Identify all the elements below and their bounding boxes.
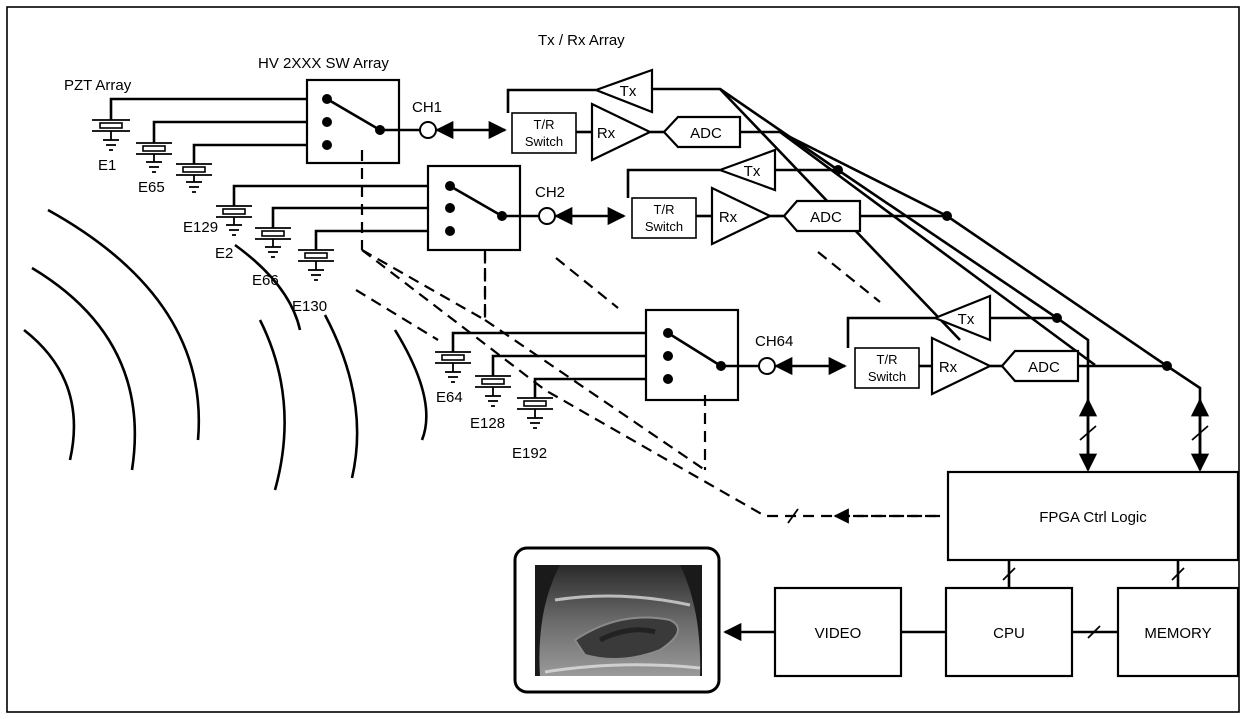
acoustic-wavefronts xyxy=(23,208,428,491)
video-block xyxy=(773,586,903,678)
tr-switch-ch2 xyxy=(631,197,697,239)
display-monitor xyxy=(513,546,721,694)
adc-ch1-label: ADC xyxy=(690,125,722,142)
tx-amp-ch1 xyxy=(592,68,654,114)
pzt-element-e66 xyxy=(255,227,291,258)
hv-switch-ch2 xyxy=(426,164,522,252)
rx-ch2-label: Rx xyxy=(719,209,738,226)
e192-label: E192 xyxy=(512,445,547,462)
memory-label: MEMORY xyxy=(1144,625,1211,642)
e1-label: E1 xyxy=(98,157,116,174)
channel-64: T/R Switch Tx Rx ADC xyxy=(435,294,1167,429)
e64-label: E64 xyxy=(436,389,463,406)
diagram-frame xyxy=(6,6,1240,713)
tr-switch-ch64 xyxy=(854,347,920,389)
e66-label: E66 xyxy=(252,272,279,289)
rx-amp-ch64 xyxy=(930,336,993,396)
tx-bus xyxy=(719,87,1098,472)
txrx-array-label: Tx / Rx Array xyxy=(538,32,625,49)
tr-switch-ch2-label-2: Switch xyxy=(645,219,683,234)
switch-control-lines xyxy=(360,150,945,524)
rx-amp-ch1 xyxy=(590,102,653,162)
pzt-element-e65 xyxy=(136,142,172,173)
ch64-label: CH64 xyxy=(755,333,793,350)
pzt-element-e2 xyxy=(216,205,252,236)
pzt-element-e128 xyxy=(475,375,511,407)
e128-label: E128 xyxy=(470,415,505,432)
pzt-element-e64 xyxy=(435,351,471,383)
ch2-label: CH2 xyxy=(535,184,565,201)
tx-ch2-label: Tx xyxy=(744,163,761,180)
tx-ch1-label: Tx xyxy=(620,83,637,100)
ultrasound-image xyxy=(535,565,702,676)
tr-switch-ch64-label-1: T/R xyxy=(877,352,898,367)
fpga-label: FPGA Ctrl Logic xyxy=(1039,509,1147,526)
ellipsis-dashes-ch-mid xyxy=(555,257,619,309)
pzt-element-e1 xyxy=(92,119,130,151)
pzt-element-e192 xyxy=(517,397,553,429)
rx-ch1-label: Rx xyxy=(597,125,616,142)
hv-switch-array-label: HV 2XXX SW Array xyxy=(258,55,389,72)
e65-label: E65 xyxy=(138,179,165,196)
e2-label: E2 xyxy=(215,245,233,262)
fpga-ctrl-logic-block xyxy=(946,470,1240,562)
tr-switch-ch2-label-1: T/R xyxy=(654,202,675,217)
channel-2: T/R Switch Tx Rx ADC xyxy=(216,148,947,281)
tr-switch-ch1 xyxy=(511,112,577,154)
hv-switch-ch1 xyxy=(305,78,401,165)
hv-switch-ch64 xyxy=(644,308,740,402)
tr-switch-ch1-label-1: T/R xyxy=(534,117,555,132)
rx-ch64-label: Rx xyxy=(939,359,958,376)
rx-amp-ch2 xyxy=(710,186,773,246)
cpu-label: CPU xyxy=(993,625,1025,642)
rx-bus xyxy=(779,130,1210,472)
adc-ch2-label: ADC xyxy=(810,209,842,226)
tr-switch-ch64-label-2: Switch xyxy=(868,369,906,384)
cpu-block xyxy=(944,586,1074,678)
pzt-element-e130 xyxy=(298,249,334,281)
pzt-array-label: PZT Array xyxy=(64,77,132,94)
ch1-label: CH1 xyxy=(412,99,442,116)
e129-label: E129 xyxy=(183,219,218,236)
tr-switch-ch1-label-2: Switch xyxy=(525,134,563,149)
memory-block xyxy=(1116,586,1240,678)
pzt-element-e129 xyxy=(176,163,212,193)
tx-ch64-label: Tx xyxy=(958,311,975,328)
adc-ch64-label: ADC xyxy=(1028,359,1060,376)
ellipsis-dashes-elements xyxy=(355,289,439,341)
ellipsis-dashes-adc-mid xyxy=(817,251,881,303)
e130-label: E130 xyxy=(292,298,327,315)
video-label: VIDEO xyxy=(815,625,862,642)
